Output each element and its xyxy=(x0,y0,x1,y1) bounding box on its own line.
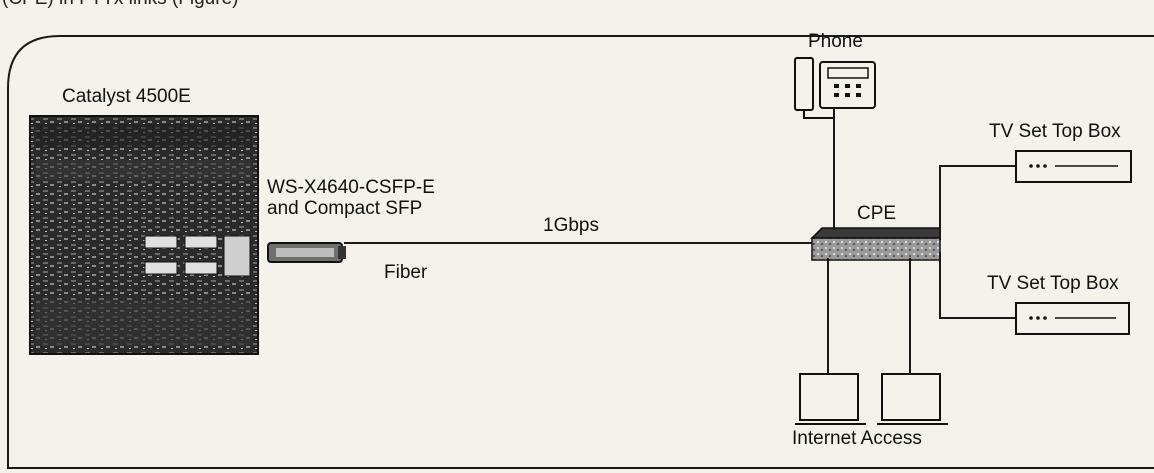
internet-access-label: Internet Access xyxy=(792,428,922,450)
stb-top-link xyxy=(940,166,1016,240)
phone-label: Phone xyxy=(808,31,863,53)
module-label-line2: and Compact SFP xyxy=(267,198,422,220)
stb-bottom-device xyxy=(1016,303,1129,334)
link-speed-label: 1Gbps xyxy=(543,215,599,237)
stb-top-device xyxy=(1016,151,1131,182)
cpe-device xyxy=(812,228,940,260)
stb-bottom-label: TV Set Top Box xyxy=(987,273,1119,295)
cpe-label: CPE xyxy=(857,203,896,225)
link-medium-label: Fiber xyxy=(384,262,427,284)
internet-computer-right xyxy=(877,374,948,424)
catalyst-switch xyxy=(30,116,258,354)
stb-top-label: TV Set Top Box xyxy=(989,121,1121,143)
compact-sfp-module xyxy=(268,243,346,262)
internet-computer-left xyxy=(795,374,866,424)
phone-device xyxy=(795,58,875,118)
switch-label: Catalyst 4500E xyxy=(62,86,191,108)
module-label-line1: WS-X4640-CSFP-E xyxy=(267,177,435,199)
